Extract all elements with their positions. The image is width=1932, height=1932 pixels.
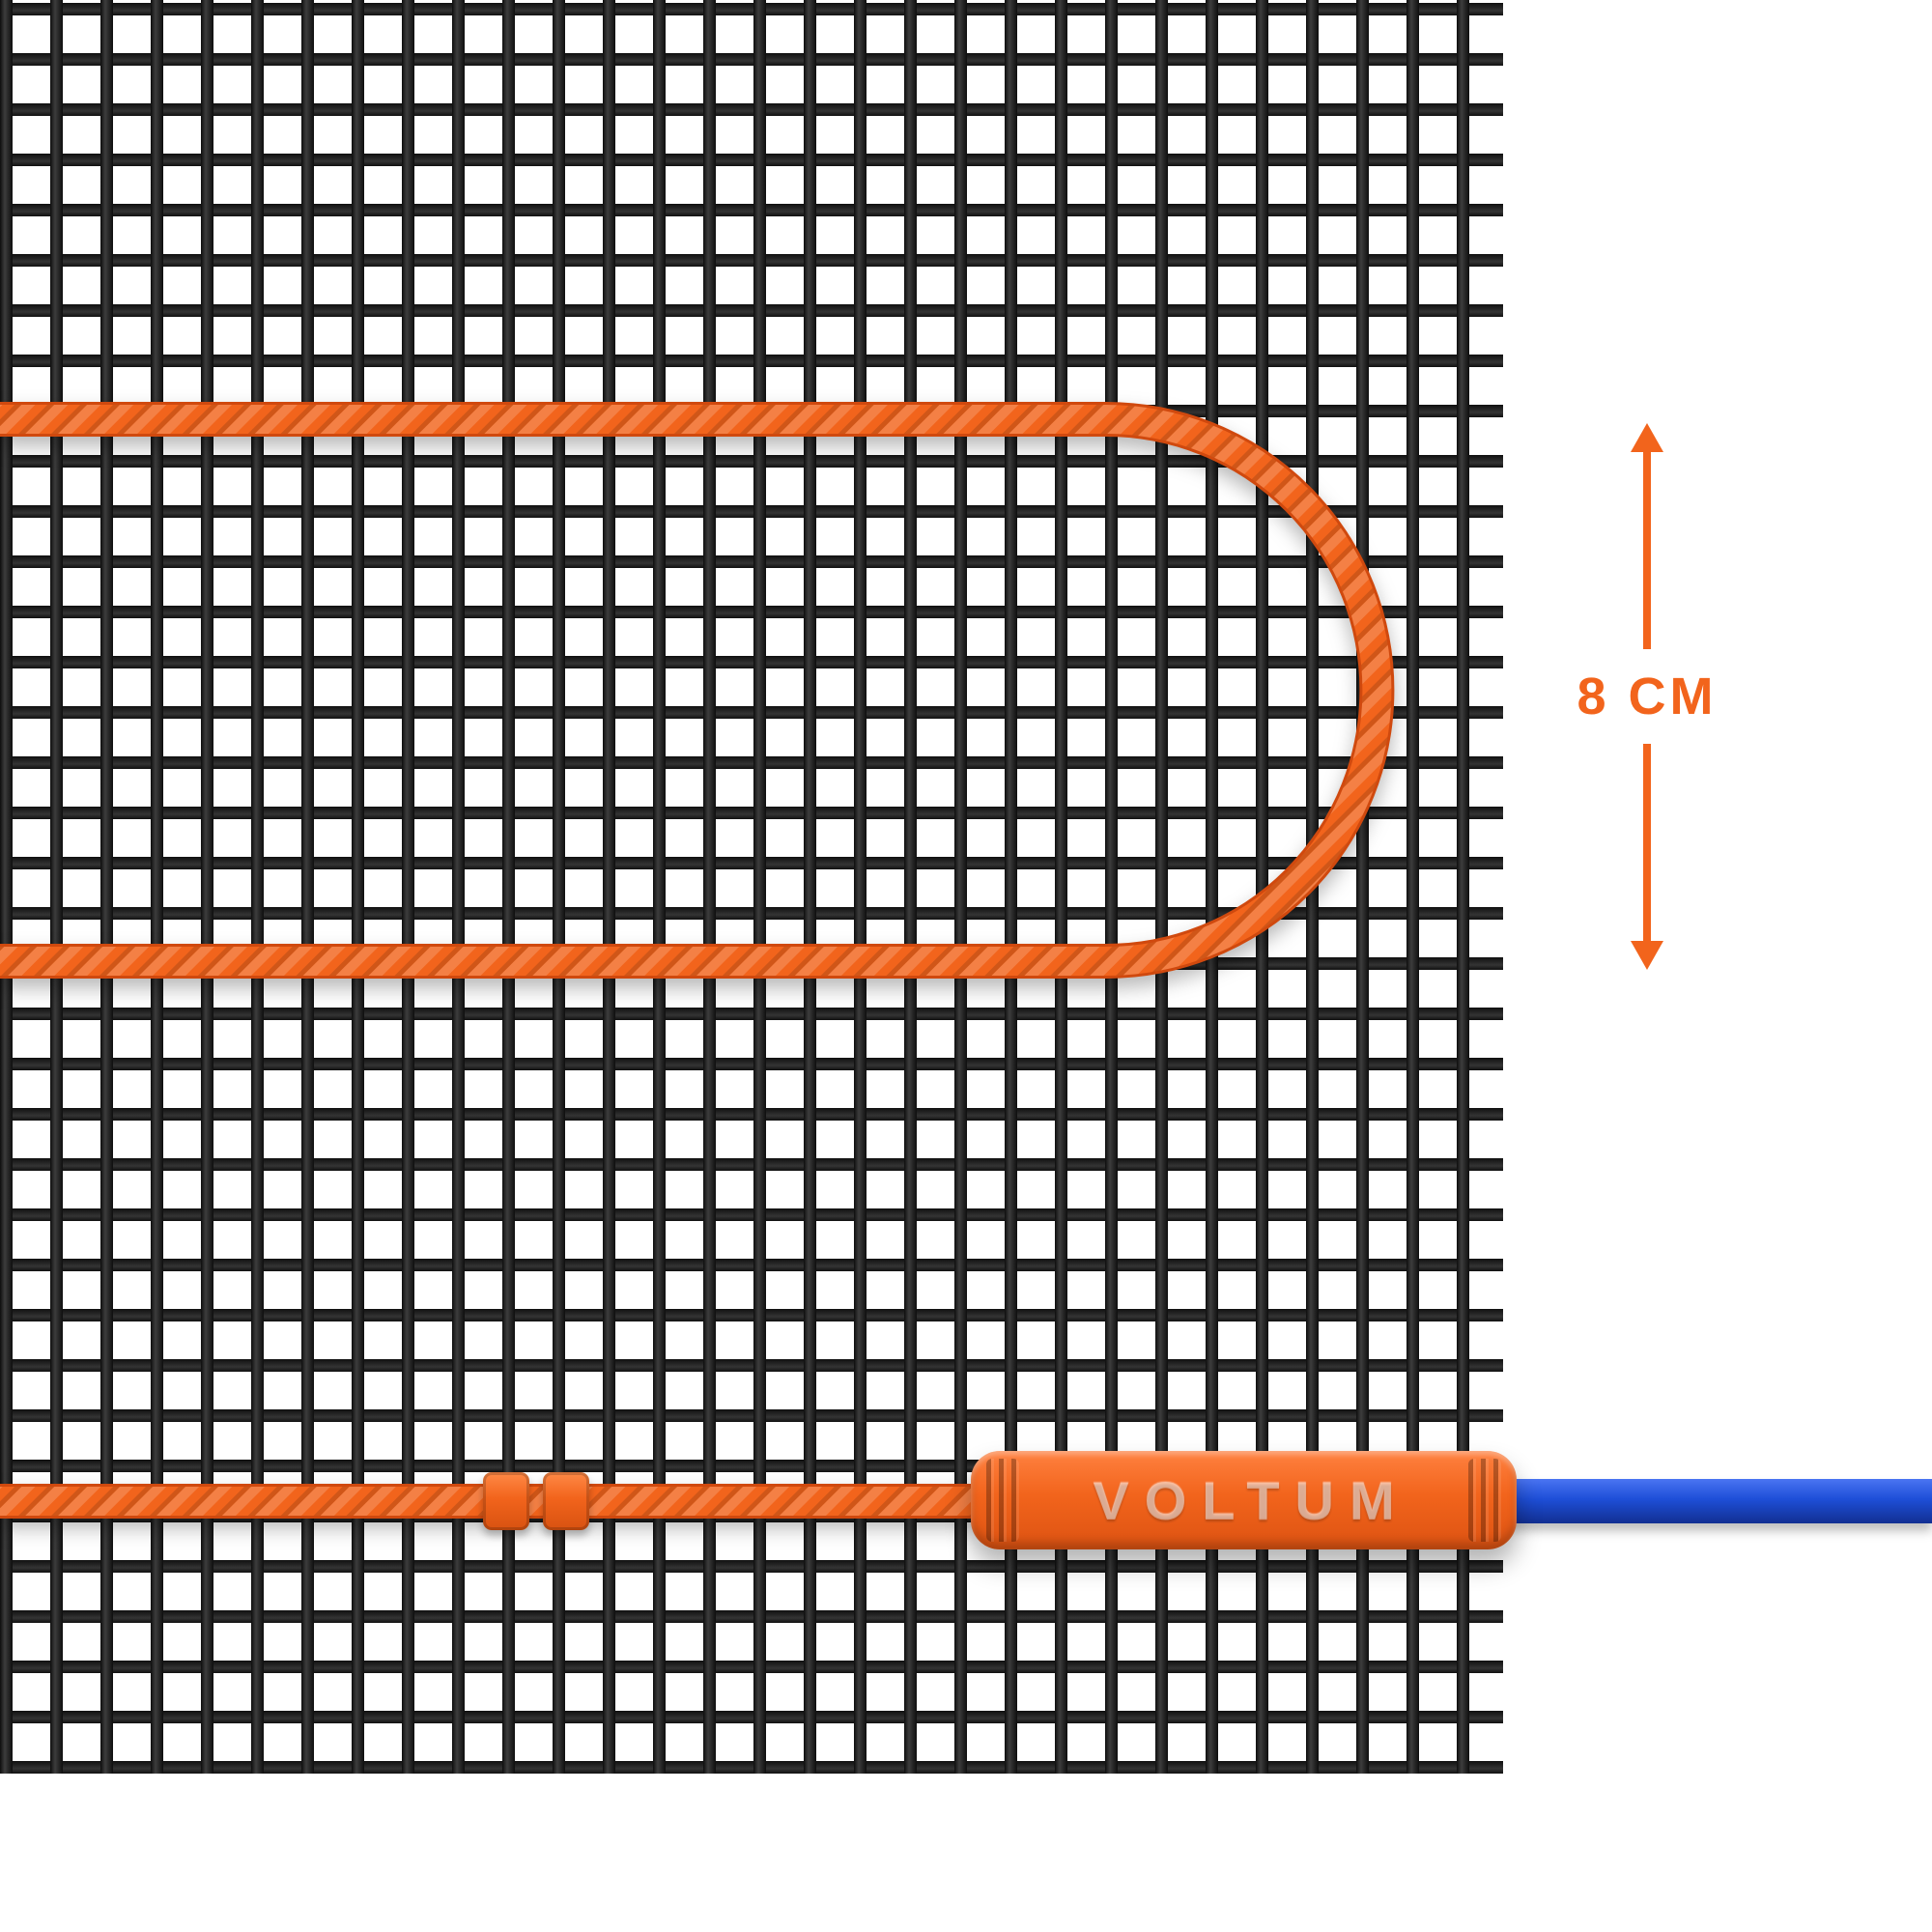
dimension-annotation: 8 CM [1531, 423, 1763, 970]
arrow-up-icon [1631, 423, 1663, 452]
cable-clip [483, 1472, 529, 1530]
connector-ridges [986, 1459, 1019, 1542]
cable-connector: VOLTUM [971, 1451, 1517, 1549]
arrow-down-icon [1631, 941, 1663, 970]
dimension-line [1643, 452, 1651, 649]
connector-ridges [1468, 1459, 1501, 1542]
cable-clip [543, 1472, 589, 1530]
dimension-label: 8 CM [1577, 668, 1718, 725]
dimension-line [1643, 744, 1651, 941]
heating-cable-loop [0, 402, 1395, 979]
brand-label: VOLTUM [1093, 1469, 1410, 1531]
